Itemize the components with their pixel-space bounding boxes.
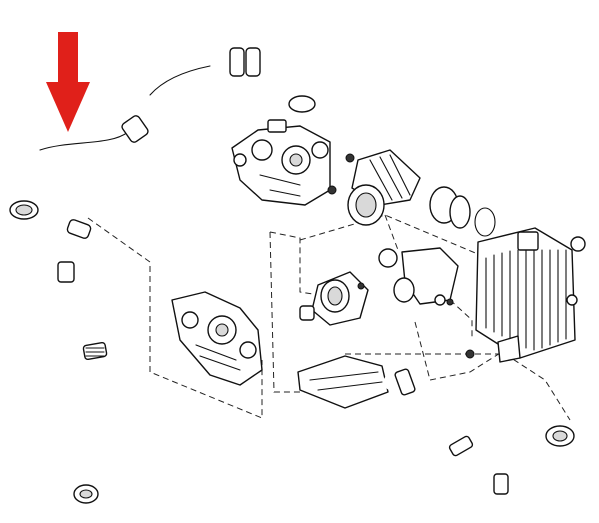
highlighted-upper-hose — [8, 47, 316, 222]
flexible-coupling-pipe — [327, 149, 496, 237]
left-bracket-housing — [171, 291, 263, 386]
lower-left-hose — [54, 219, 126, 504]
lower-right-intake-pipe — [297, 355, 575, 495]
leader-lines — [87, 214, 571, 421]
throttle-body — [299, 247, 459, 326]
egr-valve-assembly — [231, 119, 331, 206]
indicator-arrow — [46, 32, 90, 132]
intercooler — [465, 227, 586, 363]
